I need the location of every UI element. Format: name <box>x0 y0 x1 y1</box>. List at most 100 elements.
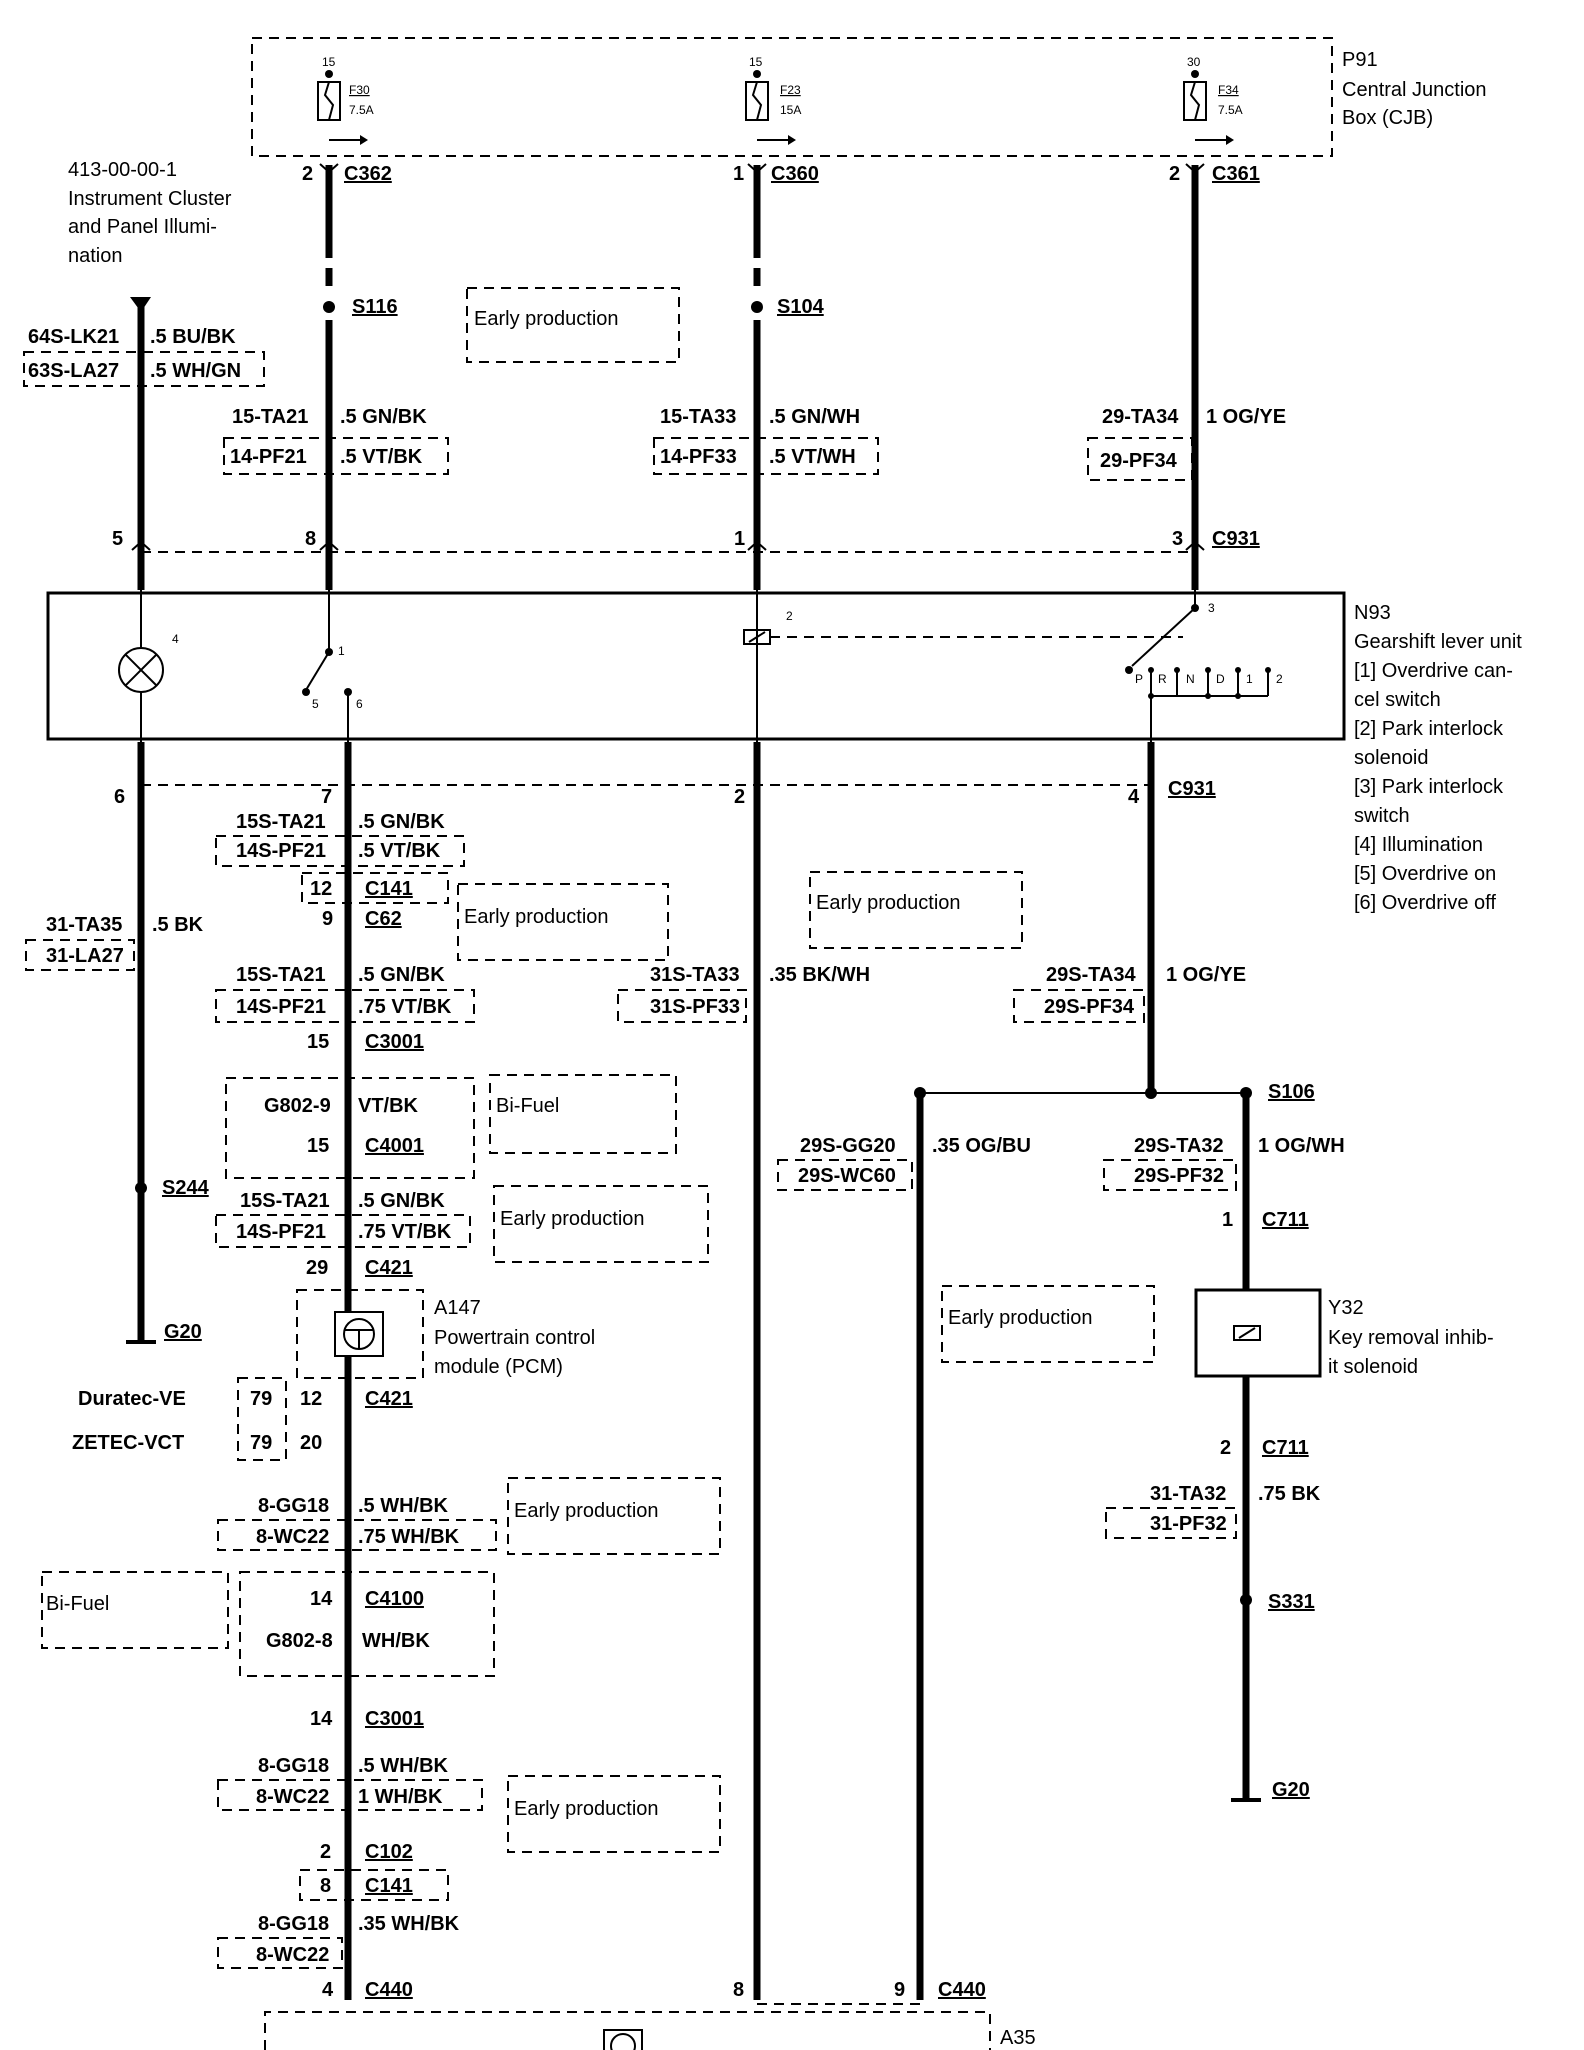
ground-left: G20 <box>164 1321 202 1343</box>
chain-e-spec: .5 WH/BK <box>358 1755 449 1777</box>
c141b-box <box>299 1869 449 1901</box>
chain-a-spec: .5 GN/BK <box>358 811 445 833</box>
zetec-pin: 79 <box>250 1432 272 1454</box>
svg-text:6: 6 <box>356 697 363 711</box>
chain-c-alt-spec: .75 VT/BK <box>358 1221 452 1243</box>
gnd-alt-circuit: 31-PF32 <box>1150 1513 1227 1535</box>
ref-code: 413-00-00-1 <box>68 159 177 181</box>
overdrive-switch-icon: 1 5 6 <box>302 590 363 742</box>
chain-b-spec: .5 GN/BK <box>358 964 445 986</box>
w4-alt-circuit: 29-PF34 <box>1100 450 1178 472</box>
n93-pin-4: 4 <box>172 632 179 646</box>
w2-circuit: 15-TA21 <box>232 406 308 428</box>
left-spec: .5 BK <box>152 914 204 936</box>
w4-spec: 1 OG/YE <box>1206 406 1286 428</box>
bifuel-box-1 <box>225 1077 475 1179</box>
pcm-box <box>296 1289 424 1379</box>
c931-p8: 8 <box>305 528 316 550</box>
fuse-f23: 15 F23 15A <box>745 55 801 145</box>
splice-s116: S116 <box>352 296 398 318</box>
key-solenoid-icon <box>1233 1325 1261 1341</box>
w3-alt-box <box>653 437 879 475</box>
bifuel-box-2 <box>489 1074 677 1154</box>
chain-a-alt-circuit: 14S-PF21 <box>236 840 326 862</box>
early-label-2: Early production <box>464 906 609 928</box>
early-box-4 <box>507 1477 721 1555</box>
c62-name: C62 <box>365 908 402 930</box>
c711a-name: C711 <box>1262 1209 1309 1231</box>
w4-circuit: 29-TA34 <box>1102 406 1179 428</box>
chain-e-alt-spec: 1 WH/BK <box>358 1786 443 1808</box>
chain-b-alt-circuit: 14S-PF21 <box>236 996 326 1018</box>
c931-p4: 4 <box>1128 786 1140 808</box>
splice-s104: S104 <box>777 296 825 318</box>
chain-a-alt-box <box>215 835 465 867</box>
a35-code: A35 <box>1000 2027 1036 2049</box>
early-box-2 <box>457 883 669 961</box>
chain-d-alt-circuit: 8-WC22 <box>256 1526 329 1548</box>
c141a-box <box>301 872 449 904</box>
gg20-circuit: 29S-GG20 <box>800 1135 896 1157</box>
chain-a-circuit: 15S-TA21 <box>236 811 326 833</box>
gg20-alt-circuit: 29S-WC60 <box>798 1165 896 1187</box>
w2-alt-box <box>223 437 449 475</box>
splice-s244-dot <box>135 1182 147 1194</box>
w1-alt-circuit: 63S-LA27 <box>28 360 119 382</box>
bifuel-box-3 <box>239 1571 495 1677</box>
n93-box <box>46 591 1346 741</box>
svg-text:F30: F30 <box>349 83 370 97</box>
n93-legend-1: cel switch <box>1354 689 1441 711</box>
n93-code: N93 <box>1354 602 1391 624</box>
ground-right: G20 <box>1272 1779 1310 1801</box>
c931-p2: 2 <box>734 786 745 808</box>
c440a-name: C440 <box>365 1979 413 2001</box>
mid-spec: .35 BK/WH <box>769 964 870 986</box>
splice-s106: S106 <box>1268 1081 1315 1103</box>
c360-pin: 1 <box>733 163 744 185</box>
c3001a-name: C3001 <box>365 1031 424 1053</box>
n93-legend-5: switch <box>1354 805 1410 827</box>
c141b-name: C141 <box>365 1875 413 1897</box>
n93-title: Gearshift lever unit <box>1354 631 1522 653</box>
pcm-line1: Powertrain control <box>434 1327 595 1349</box>
chain-e-circuit: 8-GG18 <box>258 1755 329 1777</box>
a35-icon <box>603 2029 643 2050</box>
chain-c-alt-box <box>215 1214 471 1248</box>
chain-d-alt-box <box>217 1519 497 1551</box>
chain-a-alt-spec: .5 VT/BK <box>358 840 441 862</box>
svg-text:N: N <box>1186 672 1195 686</box>
c62-pin: 9 <box>322 908 333 930</box>
early-label-5: Early production <box>514 1798 659 1820</box>
svg-text:15: 15 <box>322 55 336 69</box>
y32-box <box>1194 1288 1322 1378</box>
ref-line2: and Panel Illumi- <box>68 216 217 238</box>
a35-box <box>264 2011 991 2050</box>
ta32-spec: 1 OG/WH <box>1258 1135 1345 1157</box>
svg-text:15A: 15A <box>780 103 801 117</box>
w2-alt-spec: .5 VT/BK <box>340 446 423 468</box>
early-box-3 <box>493 1185 709 1263</box>
svg-text:P: P <box>1135 672 1143 686</box>
left-alt-circuit: 31-LA27 <box>46 945 124 967</box>
gnd-spec: .75 BK <box>1258 1483 1321 1505</box>
early-label-7: Early production <box>948 1307 1093 1329</box>
c421a-pin: 29 <box>306 1257 328 1279</box>
c4001-name: C4001 <box>365 1135 424 1157</box>
c362-name: C362 <box>344 163 392 185</box>
c440b-name: C440 <box>938 1979 986 2001</box>
chain-c-alt-circuit: 14S-PF21 <box>236 1221 326 1243</box>
w1-alt-spec: .5 WH/GN <box>150 360 241 382</box>
ref-line1: Instrument Cluster <box>68 188 232 210</box>
svg-text:2: 2 <box>1276 672 1283 686</box>
early-box-5 <box>507 1775 721 1853</box>
c421a-name: C421 <box>365 1257 413 1279</box>
splice-s104-dot <box>751 301 763 313</box>
c931-bot-name: C931 <box>1168 778 1216 800</box>
c360-name: C360 <box>771 163 819 185</box>
chain-f-circuit: 8-GG18 <box>258 1913 329 1935</box>
ta32-alt-circuit: 29S-PF32 <box>1134 1165 1224 1187</box>
w1-spec: .5 BU/BK <box>150 326 236 348</box>
splice-s331: S331 <box>1268 1591 1315 1613</box>
cjb-code: P91 <box>1342 49 1378 71</box>
